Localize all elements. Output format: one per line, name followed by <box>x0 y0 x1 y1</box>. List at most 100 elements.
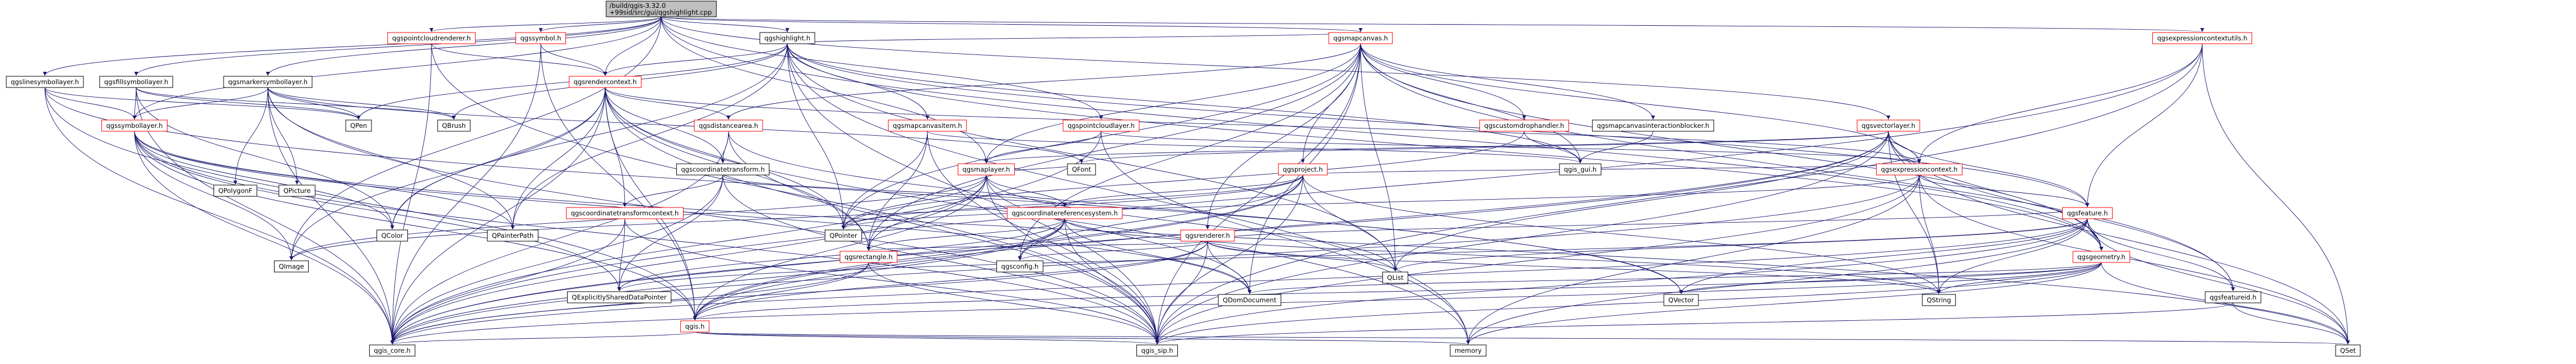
node-box <box>1450 344 1487 357</box>
node-box <box>759 32 815 44</box>
node-qgsgeometry-h[interactable]: qgsgeometry.h <box>2072 251 2131 263</box>
node-qgsfeatureid-h: qgsfeatureid.h <box>2204 291 2262 303</box>
node-qgsrenderer-h[interactable]: qgsrenderer.h <box>1180 229 1235 242</box>
node-QPolygonF: QPolygonF <box>213 185 257 197</box>
node-qgis-core-h: qgis_core.h <box>369 344 416 357</box>
edge-qgscoordinatetransform-h-to-QExplicitlySharedDataPointer <box>617 174 723 292</box>
edge-qgsmaplayer-h-to-qgsrectangle-h <box>866 174 987 251</box>
node-qgsproject-h[interactable]: qgsproject.h <box>1278 163 1328 176</box>
node-box <box>2062 207 2113 219</box>
node-qgscustomdrophandler-h[interactable]: qgscustomdrophandler.h <box>1479 119 1569 132</box>
node-qgsmaplayer-h[interactable]: qgsmaplayer.h <box>958 163 1015 176</box>
edge-qgsdistancearea-h-to-QVector <box>728 131 1683 294</box>
node-box <box>1006 207 1123 219</box>
edge-qgsmarkersymbollayer-h-to-qgis-core-h <box>267 87 394 345</box>
edge-qgsrenderer-h-to-qgis-h <box>693 241 1208 321</box>
node-qgsrendercontext-h[interactable]: qgsrendercontext.h <box>569 76 642 88</box>
edge-qgscoordinatetransformcontext-h-to-QExplicitlySharedDataPointer <box>617 218 625 292</box>
node-label: qgsrendercontext.h <box>574 78 637 86</box>
node-qgsmapcanvasinteractionblocker-h: qgsmapcanvasinteractionblocker.h <box>1592 119 1714 132</box>
edge-root-to-qgsfillsymbollayer-h <box>134 16 662 76</box>
node-label: QFont <box>1072 165 1092 173</box>
node-label: qgssymbollayer.h <box>106 122 163 130</box>
node-qgsmapcanvasitem-h[interactable]: qgsmapcanvasitem.h <box>888 119 967 132</box>
node-label: qgspointcloudlayer.h <box>1067 122 1135 130</box>
node-box <box>223 76 313 88</box>
node-label: qgssymbol.h <box>520 34 561 42</box>
node-label: qgscoordinatetransform.h <box>681 165 764 173</box>
node-box <box>2072 251 2131 263</box>
node-label: qgsmarkersymbollayer.h <box>228 78 308 86</box>
edge-qgis-h-to-qgis-sip-h <box>694 331 1159 345</box>
node-box <box>437 119 471 132</box>
node-box <box>1062 119 1140 132</box>
node-qgscoordinatetransform-h: qgscoordinatetransform.h <box>676 163 770 176</box>
node-QPen: QPen <box>345 119 372 132</box>
node-box <box>213 185 257 197</box>
node-memory: memory <box>1450 344 1487 357</box>
node-qgscoordinatetransformcontext-h[interactable]: qgscoordinatetransformcontext.h <box>566 207 684 219</box>
node-qgspointcloudlayer-h[interactable]: qgspointcloudlayer.h <box>1062 119 1140 132</box>
edge-qgsrenderer-h-to-qgsrectangle-h <box>867 241 1208 251</box>
node-qgsdistancearea-h[interactable]: qgsdistancearea.h <box>694 119 763 132</box>
edge-qgssymbollayer-h-to-QSet <box>134 131 2350 345</box>
node-qgis-h[interactable]: qgis.h <box>680 320 709 333</box>
edge-root-to-qgspointcloudlayer-h <box>661 16 1103 120</box>
edge-qgsmaplayer-h-to-qgscoordinatereferencesystem-h <box>986 174 1067 208</box>
node-label: qgsrectangle.h <box>844 253 893 261</box>
node-qgsmarkersymbollayer-h: qgsmarkersymbollayer.h <box>223 76 313 88</box>
node-qgsvectorlayer-h[interactable]: qgsvectorlayer.h <box>1856 119 1920 132</box>
edge-qgspointcloudrenderer-h-to-qgis-sip-h <box>431 43 1159 345</box>
node-box <box>566 207 684 219</box>
edge-qgis-h-to-memory <box>694 331 1470 345</box>
edge-qgsexpressioncontext-h-to-qgis-sip-h <box>1155 174 1920 345</box>
node-label: QColor <box>381 232 403 239</box>
edge-qgsrendercontext-h-to-qgis-sip-h <box>605 87 1159 345</box>
edge-qgsmapcanvas-h-to-qgsdistancearea-h <box>726 43 1361 120</box>
node-root[interactable]: /build/qgis-3.32.0+99sid/src/gui/qgshigh… <box>606 1 717 17</box>
node-box <box>680 320 709 333</box>
node-label: qgshighlight.h <box>764 34 810 42</box>
edge-qgscoordinatereferencesystem-h-to-qgis-sip-h <box>1064 218 1159 345</box>
edge-qgsmapcanvas-h-to-qgsexpressioncontext-h <box>1360 43 1921 164</box>
node-qgsfeature-h[interactable]: qgsfeature.h <box>2062 207 2113 219</box>
node-qgsrectangle-h[interactable]: qgsrectangle.h <box>839 251 898 263</box>
node-QList: QList <box>1382 271 1409 284</box>
node-label: qgsvectorlayer.h <box>1862 122 1915 130</box>
node-qgis-sip-h: qgis_sip.h <box>1136 344 1178 357</box>
node-qgsmapcanvas-h[interactable]: qgsmapcanvas.h <box>1328 32 1393 44</box>
node-qgssymbol-h[interactable]: qgssymbol.h <box>515 32 567 44</box>
node-QSet: QSet <box>2335 344 2361 357</box>
edge-qgsproject-h-to-QList <box>1302 174 1398 272</box>
node-qgsexpressioncontextutils-h[interactable]: qgsexpressioncontextutils.h <box>2152 32 2253 44</box>
edge-qgssymbollayer-h-to-qgis-h <box>134 131 697 321</box>
node-box <box>1136 344 1178 357</box>
node-box <box>1180 229 1235 242</box>
edge-root-to-qgssymbollayer-h <box>132 16 662 120</box>
edge-qgsmarkersymbollayer-h-to-QPainterPath <box>267 87 515 230</box>
node-label: QBrush <box>442 122 466 130</box>
node-label: qgscoordinatetransformcontext.h <box>571 209 679 217</box>
node-qgspointcloudrenderer-h[interactable]: qgspointcloudrenderer.h <box>387 32 476 44</box>
node-box <box>606 1 717 17</box>
node-qgscoordinatereferencesystem-h[interactable]: qgscoordinatereferencesystem.h <box>1006 207 1123 219</box>
edge-qgspointcloudlayer-h-to-memory <box>1101 131 1470 345</box>
edge-qgsvectorlayer-h-to-qgsexpressioncontext-h <box>1888 131 1921 164</box>
node-box <box>99 76 173 88</box>
edge-qgshighlight-h-to-QPointer <box>787 43 846 230</box>
edge-qgsrendercontext-h-to-qgsdistancearea-h <box>605 87 731 120</box>
node-QFont: QFont <box>1067 163 1096 176</box>
edge-qgis-h-to-QSet <box>694 331 2349 345</box>
node-box <box>1663 294 1699 306</box>
node-qgssymbollayer-h[interactable]: qgssymbollayer.h <box>101 119 168 132</box>
edge-qgspointcloudlayer-h-to-qgsexpressioncontext-h <box>1101 131 1921 164</box>
edge-qgsvectorlayer-h-to-QFont <box>1079 131 1889 164</box>
edge-qgscustomdrophandler-h-to-QPointer <box>841 131 1525 230</box>
node-QExplicitlySharedDataPointer: QExplicitlySharedDataPointer <box>567 291 672 303</box>
edge-qgsrenderer-h-to-qgsconfig-h <box>1018 241 1208 261</box>
edge-qgshighlight-h-to-qgis-sip-h <box>787 43 1159 345</box>
edge-qgsfeature-h-to-QSet <box>2087 218 2350 345</box>
edge-qgsmaplayer-h-to-qgis-h <box>693 174 987 321</box>
node-qgsexpressioncontext-h[interactable]: qgsexpressioncontext.h <box>1876 163 1962 176</box>
